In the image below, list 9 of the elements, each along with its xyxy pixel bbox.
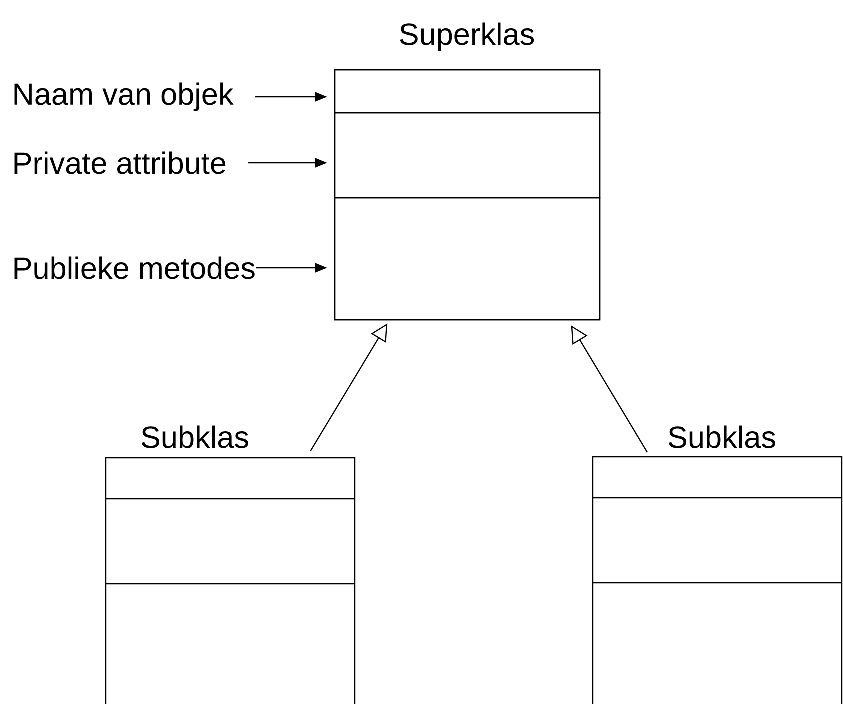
annotation-text: Publieke metodes [14,256,255,280]
class-name: Superklas [400,22,534,52]
compartment [334,112,601,199]
class-name: Subklas [668,426,776,448]
compartment [334,69,601,114]
annotation-text: Naam van objek [14,82,234,112]
class-name: Subklas [142,426,248,448]
annotation-text: Private attribute [14,152,226,174]
compartment [334,197,601,321]
